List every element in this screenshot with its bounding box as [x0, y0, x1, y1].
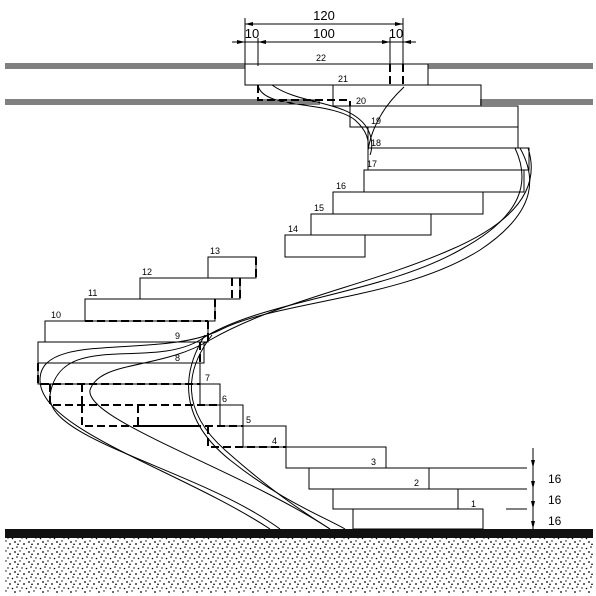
- step-number-4: 4: [272, 436, 277, 446]
- step-number-5: 5: [246, 415, 251, 425]
- step-number-11: 11: [88, 288, 97, 298]
- step-numbers: 1 2 3 4 5 6 7 8 9 10 11 12 13 14 15 16 1…: [51, 53, 476, 509]
- riser-dim-3: 16: [548, 514, 562, 528]
- step-11: [84, 298, 216, 322]
- step-10: [44, 320, 209, 343]
- step-number-1: 1: [471, 499, 476, 509]
- step-8: [37, 362, 201, 385]
- dim-left-margin-label: 10: [245, 26, 259, 41]
- step-18: [367, 147, 530, 171]
- step-number-8: 8: [175, 353, 180, 363]
- step-number-7: 7: [205, 373, 210, 383]
- step-number-10: 10: [51, 310, 61, 320]
- step-7: [199, 383, 221, 406]
- step-17: [363, 169, 525, 193]
- step-number-13: 13: [210, 246, 220, 256]
- step-number-16: 16: [336, 181, 346, 191]
- dim-right-margin-label: 10: [389, 26, 403, 41]
- riser-dim-2: 16: [548, 493, 562, 507]
- floor-slab: [5, 529, 593, 538]
- step-number-14: 14: [288, 224, 298, 234]
- step-number-17: 17: [367, 159, 377, 169]
- riser-dim-1: 16: [548, 472, 562, 486]
- step-number-21: 21: [338, 74, 348, 84]
- step-3: [308, 467, 430, 490]
- step-14: [284, 234, 366, 258]
- step-15: [310, 213, 432, 236]
- step-number-22: 22: [316, 53, 326, 63]
- dim-inner-label: 100: [313, 26, 335, 41]
- step-5: [242, 425, 287, 448]
- step-4: [285, 446, 387, 469]
- step-19: [367, 126, 519, 149]
- upper-floor: [5, 63, 593, 105]
- step-2: [332, 488, 459, 510]
- gravel-fill: [5, 538, 593, 593]
- dim-overall-label: 120: [313, 8, 335, 23]
- step-number-19: 19: [371, 116, 381, 126]
- step-number-3: 3: [371, 457, 376, 467]
- step-1: [352, 508, 484, 530]
- step-number-15: 15: [314, 203, 324, 213]
- step-13: [207, 256, 257, 279]
- step-number-20: 20: [356, 96, 366, 106]
- step-number-2: 2: [414, 478, 419, 488]
- step-6: [219, 404, 244, 427]
- step-number-12: 12: [142, 267, 152, 277]
- riser-dimensions: 16 16 16: [383, 448, 562, 529]
- ground: [5, 529, 593, 593]
- step-number-18: 18: [371, 138, 381, 148]
- step-number-9: 9: [175, 331, 180, 341]
- hidden-step-lines: [37, 64, 404, 448]
- step-number-6: 6: [222, 394, 227, 404]
- top-dimension: 120 100 10 10: [232, 8, 416, 66]
- step-12: [139, 277, 241, 300]
- step-outlines: [37, 63, 530, 530]
- step-22: [244, 63, 429, 86]
- helical-stringers: [39, 84, 532, 530]
- step-16: [332, 191, 484, 215]
